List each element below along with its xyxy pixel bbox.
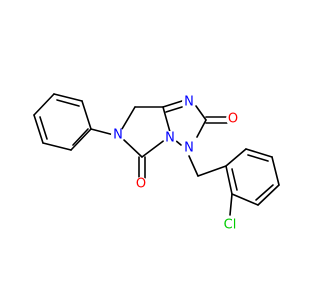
bond <box>257 184 280 206</box>
bond <box>162 100 183 108</box>
bond <box>245 148 273 158</box>
bond <box>225 148 247 167</box>
atom-n-benzyl: N <box>184 141 194 156</box>
imidazolone-ring <box>121 106 171 158</box>
triazolone-ring <box>162 100 207 146</box>
molecule-structure-diagram: N N N N O O Cl <box>33 93 280 234</box>
bond-phenyl-n <box>90 128 115 136</box>
aromatic-inner-bond <box>39 116 48 140</box>
bond <box>195 105 207 121</box>
atom-labels: N N N N O O Cl <box>111 95 240 234</box>
bond <box>123 139 143 158</box>
bond <box>70 128 92 151</box>
bond <box>53 93 83 102</box>
bond <box>121 106 136 130</box>
atom-o-bottom: O <box>136 177 146 192</box>
bond <box>33 114 44 144</box>
aromatic-inner-bond <box>247 154 269 162</box>
bond-n-ch2 <box>188 155 199 177</box>
bond <box>81 100 92 130</box>
bond <box>165 106 183 113</box>
atom-n-bridge: N <box>165 131 175 146</box>
bond <box>162 106 171 133</box>
aromatic-inner-bond <box>255 184 274 201</box>
atom-cl: Cl <box>224 218 237 233</box>
atom-n-ring-top: N <box>184 95 194 110</box>
bond <box>231 193 259 206</box>
bond <box>196 119 207 138</box>
atom-o-right: O <box>228 112 238 127</box>
aromatic-inner-bond <box>72 128 89 146</box>
bond <box>141 138 167 158</box>
chlorobenzyl-ring <box>225 148 280 206</box>
bond <box>42 142 72 151</box>
bond <box>33 93 55 116</box>
bond-cl <box>229 193 233 216</box>
aromatic-inner-bond <box>56 99 80 107</box>
aromatic-inner-bond <box>231 168 238 191</box>
phenyl-ring <box>33 93 92 151</box>
bond <box>271 156 280 186</box>
bond-ch2-ring <box>197 165 227 177</box>
atom-n-phenyl: N <box>113 128 123 143</box>
bond <box>225 165 233 195</box>
